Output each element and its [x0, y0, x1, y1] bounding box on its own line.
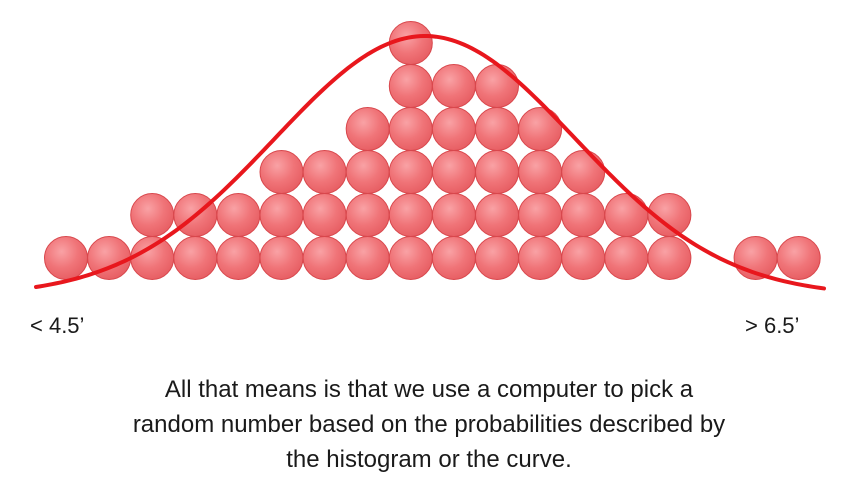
- histogram-ball: [345, 107, 390, 151]
- histogram-ball: [173, 236, 218, 280]
- histogram-ball: [518, 193, 563, 237]
- histogram-ball: [259, 150, 304, 194]
- histogram-ball: [388, 107, 433, 151]
- histogram-ball: [431, 150, 476, 194]
- histogram-ball: [518, 150, 563, 194]
- histogram-ball: [475, 107, 519, 151]
- caption-line-2: random number based on the probabilities…: [132, 411, 726, 438]
- histogram-ball: [518, 236, 563, 280]
- histogram-ball: [561, 150, 606, 194]
- histogram-ball: [475, 193, 519, 237]
- right-range-label: > 6.5’: [745, 313, 800, 338]
- histogram-ball: [561, 193, 606, 237]
- histogram-ball: [431, 64, 476, 108]
- histogram-ball: [475, 236, 519, 280]
- histogram-ball: [647, 236, 692, 280]
- histogram-ball: [259, 193, 304, 237]
- histogram-ball: [302, 193, 347, 237]
- histogram-ball: [431, 236, 476, 280]
- histogram-ball: [518, 107, 563, 151]
- histogram-ball: [388, 150, 433, 194]
- histogram-ball: [259, 236, 304, 280]
- histogram-ball: [216, 193, 261, 237]
- histogram-balls: [44, 21, 821, 280]
- histogram-diagram: [34, 21, 826, 291]
- histogram-ball: [130, 236, 175, 280]
- histogram-ball: [604, 193, 649, 237]
- histogram-ball: [776, 236, 821, 280]
- histogram-ball: [604, 236, 649, 280]
- histogram-ball: [345, 150, 390, 194]
- histogram-ball: [345, 193, 390, 237]
- histogram-ball: [431, 107, 476, 151]
- histogram-ball: [44, 236, 88, 280]
- histogram-ball: [388, 193, 433, 237]
- caption-line-3: the histogram or the curve.: [286, 446, 572, 473]
- histogram-ball: [561, 236, 606, 280]
- histogram-ball: [216, 236, 261, 280]
- histogram-ball: [388, 236, 433, 280]
- caption-line-1: All that means is that we use a computer…: [164, 376, 694, 403]
- histogram-ball: [647, 193, 692, 237]
- histogram-ball: [388, 64, 433, 108]
- histogram-ball: [345, 236, 390, 280]
- histogram-ball: [302, 150, 347, 194]
- histogram-ball: [130, 193, 175, 237]
- histogram-ball: [302, 236, 347, 280]
- histogram-ball: [475, 64, 519, 108]
- histogram-ball: [431, 193, 476, 237]
- left-range-label: < 4.5’: [30, 313, 85, 338]
- bell-curve: [34, 34, 826, 291]
- histogram-ball: [475, 150, 519, 194]
- caption-text: All that means is that we use a computer…: [40, 372, 818, 477]
